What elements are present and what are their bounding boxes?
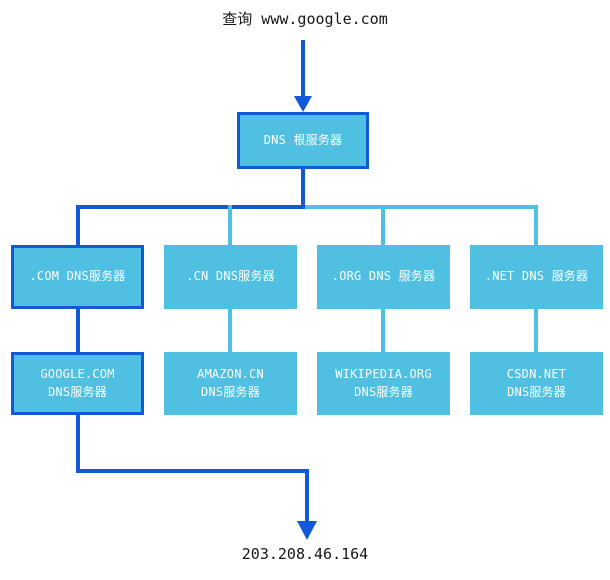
- node-amazon-cn-dns-server[interactable]: AMAZON.CN DNS服务器: [164, 352, 297, 415]
- edge-query-to-root: [294, 40, 312, 112]
- node-wikipedia-org-dns-server[interactable]: WIKIPEDIA.ORG DNS服务器: [317, 352, 450, 415]
- node-label: DNS 根服务器: [263, 132, 343, 147]
- edge-google-to-result: [76, 415, 317, 540]
- query-caption: 查询 www.google.com: [222, 10, 388, 28]
- node-label: .ORG DNS 服务器: [331, 269, 436, 284]
- node-label: CSDN.NET DNS服务器: [506, 367, 567, 399]
- node-label: AMAZON.CN DNS服务器: [197, 367, 264, 399]
- node-label: WIKIPEDIA.ORG DNS服务器: [335, 367, 432, 399]
- node-dns-root-server[interactable]: DNS 根服务器: [237, 112, 369, 169]
- node-cn-dns-server[interactable]: .CN DNS服务器: [164, 245, 297, 309]
- node-label: .CN DNS服务器: [186, 269, 275, 284]
- node-label: .COM DNS服务器: [29, 269, 126, 284]
- resolved-ip-caption: 203.208.46.164: [241, 545, 369, 563]
- node-label: GOOGLE.COM DNS服务器: [40, 367, 115, 399]
- node-label: .NET DNS 服务器: [484, 269, 589, 284]
- node-com-dns-server[interactable]: .COM DNS服务器: [11, 245, 144, 309]
- node-google-com-dns-server[interactable]: GOOGLE.COM DNS服务器: [11, 352, 144, 415]
- node-csdn-net-dns-server[interactable]: CSDN.NET DNS服务器: [470, 352, 603, 415]
- node-net-dns-server[interactable]: .NET DNS 服务器: [470, 245, 603, 309]
- node-org-dns-server[interactable]: .ORG DNS 服务器: [317, 245, 450, 309]
